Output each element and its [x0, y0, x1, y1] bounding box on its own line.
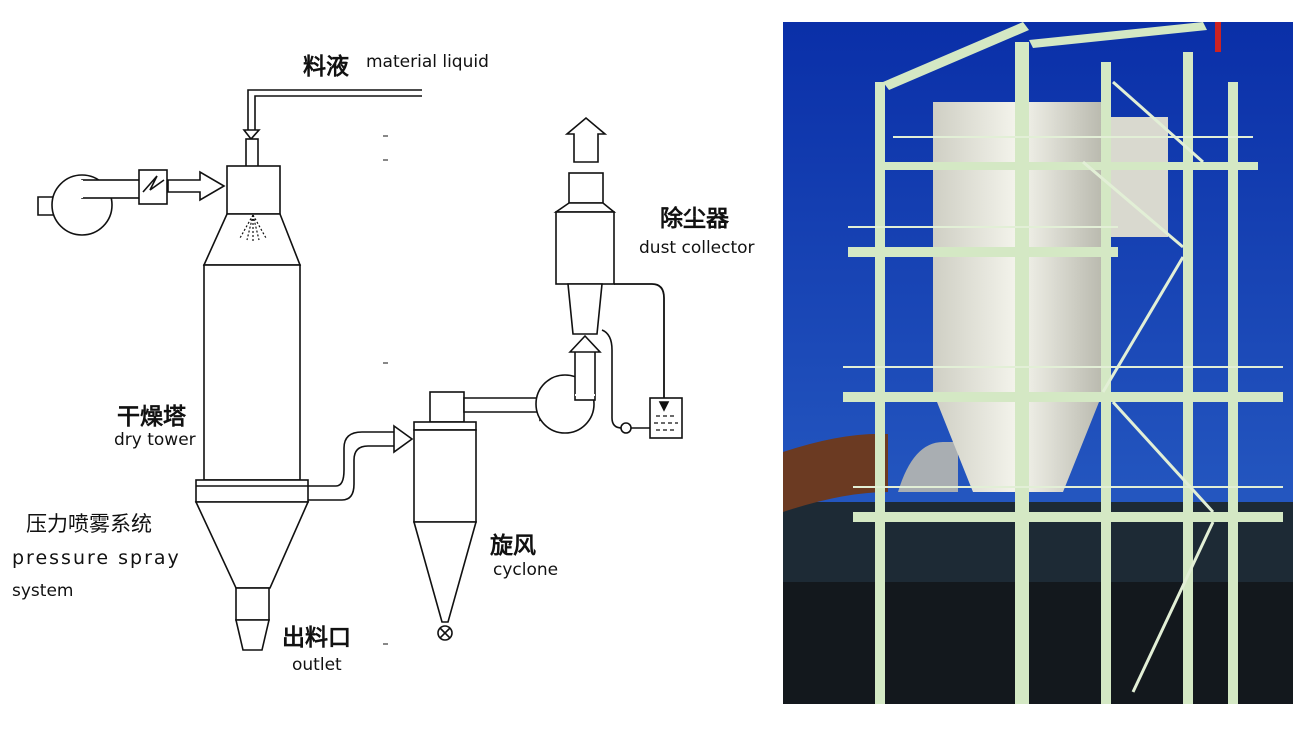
label-outlet-zh: 出料口 — [282, 625, 351, 651]
exhaust-arrow-icon — [564, 116, 608, 163]
dry-tower-shape — [194, 165, 310, 651]
duct-inner — [308, 445, 394, 501]
label-dust-en: dust collector — [639, 238, 755, 258]
tick-marks — [383, 135, 388, 645]
rotary-valve-icon — [437, 625, 453, 641]
duct-arrow — [393, 424, 414, 454]
railings — [843, 136, 1283, 488]
photo-illustration — [783, 22, 1293, 704]
label-feed-en: material liquid — [366, 52, 489, 72]
duct-outer — [308, 431, 394, 487]
water-pipe — [614, 283, 665, 402]
label-cyclone-zh: 旋风 — [490, 533, 536, 559]
heater-icon — [138, 169, 168, 205]
rust-duct — [783, 433, 888, 512]
blower-fan-icon — [51, 174, 141, 236]
label-feed-zh: 料液 — [303, 54, 349, 80]
label-tower-zh: 干燥塔 — [117, 404, 186, 430]
hot-air-arrow — [167, 170, 226, 202]
exhaust-fan-icon — [535, 334, 602, 434]
pump-icon — [620, 422, 632, 434]
feed-pipe — [242, 89, 422, 141]
spray-dryer-photo — [783, 22, 1293, 704]
label-spray-en-line1: pressure spray — [12, 547, 181, 569]
label-cyclone-en: cyclone — [493, 560, 559, 580]
label-spray-en-line2: system — [12, 581, 74, 601]
drain-pipe — [601, 329, 623, 429]
spray-dryer-diagram: 料液 material liquid 除尘器 dust collector 干燥… — [12, 52, 755, 675]
label-tower-en: dry tower — [114, 430, 196, 450]
steel-frame — [843, 22, 1283, 704]
label-spray-zh: 压力喷雾系统 — [26, 512, 152, 536]
flag — [1215, 22, 1221, 52]
dust-collector-shape — [553, 172, 617, 335]
cyclone-shape — [412, 391, 478, 623]
stairs — [1082, 80, 1215, 693]
silver-duct — [898, 442, 958, 492]
nozzle — [245, 138, 259, 168]
label-outlet-en: outlet — [292, 655, 342, 675]
water-tank-icon — [649, 397, 683, 439]
label-dust-zh: 除尘器 — [660, 206, 729, 232]
process-flow-drawing — [37, 89, 683, 651]
